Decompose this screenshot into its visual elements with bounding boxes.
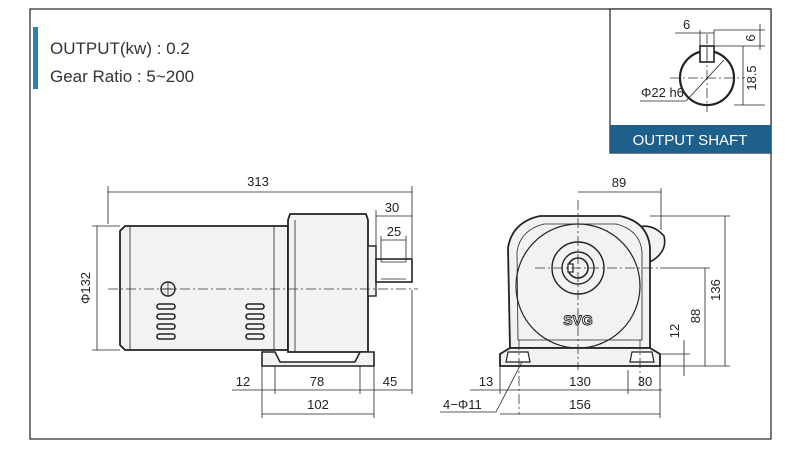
foot-left-dim: 12 [236,374,250,389]
inset-label-bg [610,125,771,153]
outer-frame [29,8,772,440]
output-shaft [375,258,413,283]
shaft-diameter-dim: Φ22 h6 [641,85,684,100]
output-spec: OUTPUT(kw) : 0.2 [50,39,190,58]
motor-diameter-dim: Φ132 [78,272,93,304]
shaft-offset-dim: 89 [612,175,626,190]
gearbox-body [287,213,369,353]
total-height-dim: 136 [708,279,723,301]
base-width-dim: 102 [307,397,329,412]
shaft-height-dim: 18.5 [744,65,759,90]
foot-center-dim: 78 [310,374,324,389]
center-height-dim: 88 [688,309,703,323]
accent-bar [33,27,38,89]
key-depth-dim: 6 [743,34,758,41]
shaft-length-dim: 30 [385,200,399,215]
mounting-holes-dim: 4−Φ11 [443,397,482,412]
gearbox-front [507,215,651,349]
mounting-foot [261,351,375,367]
hole-pitch-dim: 130 [569,374,591,389]
front-view: SVG 89 136 88 12 13 130 30 1 [440,175,730,418]
flange [367,245,377,297]
foot-right-dim: 45 [383,374,397,389]
total-length-dim: 313 [247,174,269,189]
key-length-dim: 25 [387,224,401,239]
base-thickness-dim: 12 [667,324,682,338]
hole-offset-dim: 13 [479,374,493,389]
inset-label: OUTPUT SHAFT [633,132,748,149]
motor-body [119,225,289,351]
output-shaft-inset: OUTPUT SHAFT 6 6 18.5 Φ22 h6 [609,8,772,154]
vent-slots [156,303,265,340]
side-view: 313 30 25 Φ132 12 78 45 102 [78,174,418,418]
base-length-dim: 156 [569,397,591,412]
brand-logo: SVG [563,312,593,328]
gear-ratio-spec: Gear Ratio : 5~200 [50,67,194,86]
foot-width-dim: 30 [638,374,652,389]
key-width-dim: 6 [683,17,690,32]
